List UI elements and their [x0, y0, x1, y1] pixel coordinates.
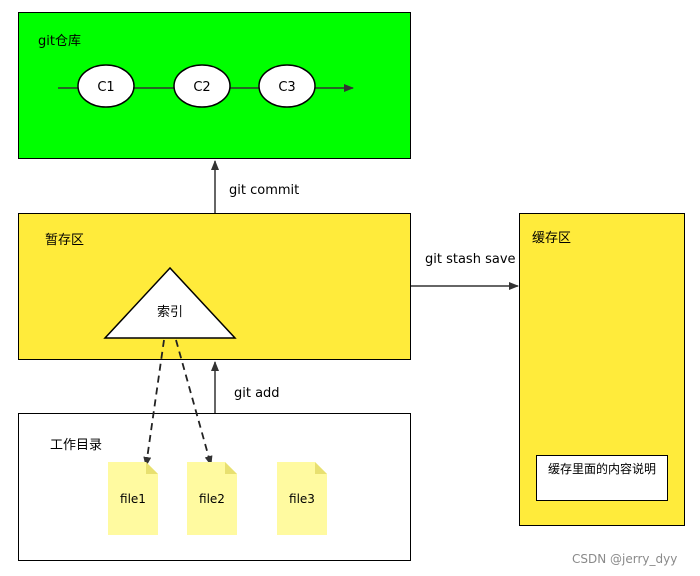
- git-stash-save-label: git stash save: [425, 252, 516, 267]
- commit-label: C1: [97, 80, 114, 95]
- watermark: CSDN @jerry_dyy: [572, 552, 678, 566]
- commit-node: C1: [77, 64, 135, 108]
- staging-area-title: 暂存区: [45, 233, 85, 248]
- file-label: file2: [199, 492, 225, 506]
- git-commit-label: git commit: [229, 183, 300, 198]
- commit-label: C2: [193, 80, 210, 95]
- index-label: 索引: [157, 305, 183, 320]
- commit-label: C3: [278, 80, 295, 95]
- index-to-file1-link: [143, 339, 165, 467]
- index-to-file2-link: [175, 339, 213, 466]
- file-icon: file3: [277, 462, 327, 535]
- git-repo-title: git仓库: [38, 34, 81, 49]
- stash-note-box: 缓存里面的内容说明: [536, 455, 668, 501]
- file-label: file1: [120, 492, 146, 506]
- stash-area-title: 缓存区: [532, 231, 572, 246]
- file-icon: file1: [108, 462, 158, 535]
- index-triangle: 索引: [103, 266, 237, 339]
- commit-node: C2: [173, 64, 231, 108]
- file-label: file3: [289, 492, 315, 506]
- commit-node: C3: [258, 64, 316, 108]
- file-icon: file2: [187, 462, 237, 535]
- git-add-label: git add: [234, 386, 280, 401]
- working-directory-title: 工作目录: [50, 438, 103, 453]
